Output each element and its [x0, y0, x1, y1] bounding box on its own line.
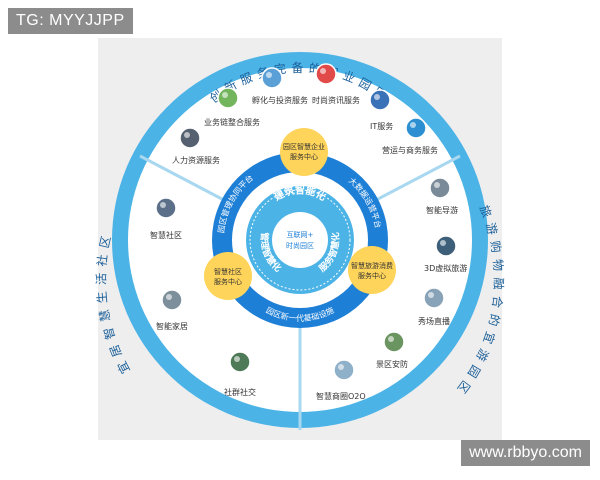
- chain-icon: [217, 87, 239, 109]
- network-icon: [261, 67, 283, 89]
- icon-highlight: [222, 92, 228, 98]
- service-item: 孵化与投资服务: [252, 67, 308, 105]
- icon-highlight: [410, 122, 416, 128]
- globe-icon: [369, 89, 391, 111]
- home-icon: [161, 289, 183, 311]
- service-label: 智慧社区: [150, 230, 182, 240]
- service-label: 社群社交: [224, 387, 256, 397]
- fashion-icon: [315, 63, 337, 85]
- service-item: 智能家居: [156, 289, 188, 331]
- service-item: 时尚资讯服务: [312, 63, 360, 105]
- people-icon: [179, 127, 201, 149]
- icon-highlight: [428, 292, 434, 298]
- service-label: IT服务: [370, 121, 393, 131]
- service-label: 时尚资讯服务: [312, 95, 360, 105]
- icon-highlight: [338, 364, 344, 370]
- service-item: 3D虚拟旅游: [424, 235, 467, 273]
- hub-enterprise: [280, 128, 328, 176]
- service-item: 营运与商务服务: [382, 117, 438, 155]
- service-label: 3D虚拟旅游: [424, 263, 467, 273]
- service-label: 人力资源服务: [172, 155, 220, 165]
- icon-highlight: [266, 72, 272, 78]
- icon-highlight: [320, 68, 326, 74]
- service-item: 社群社交: [224, 351, 256, 397]
- service-item: 业务链整合服务: [204, 87, 260, 127]
- o2o-icon: [333, 359, 355, 381]
- service-label: 智能家居: [156, 321, 188, 331]
- hub-enterprise-line1: 园区智慧企业: [283, 142, 325, 151]
- center-line-2: 时尚园区: [286, 241, 314, 250]
- icon-highlight: [440, 240, 446, 246]
- social-icon: [229, 351, 251, 373]
- service-items: 孵化与投资服务时尚资讯服务业务链整合服务 IT服务营运与商务服务人力资源服务智能导…: [150, 63, 467, 401]
- service-item: 智慧社区: [150, 197, 182, 240]
- inner-top-label: 建筑智能化: [271, 183, 329, 203]
- security-icon: [383, 331, 405, 353]
- community-icon: [155, 197, 177, 219]
- icon-highlight: [388, 336, 394, 342]
- service-label: 营运与商务服务: [382, 145, 438, 155]
- icon-highlight: [434, 182, 440, 188]
- hub-tourism: [348, 246, 396, 294]
- icon-highlight: [166, 294, 172, 300]
- service-item: 景区安防: [376, 331, 408, 369]
- service-item: 人力资源服务: [172, 127, 220, 165]
- service-item: 秀场直播: [418, 287, 450, 326]
- service-item: 智慧商圈O2O: [316, 359, 366, 401]
- center-circle: [272, 212, 328, 268]
- earth-icon: [405, 117, 427, 139]
- hub-community-line2: 服务中心: [214, 277, 242, 286]
- guide-icon: [429, 177, 451, 199]
- service-label: 智慧商圈O2O: [316, 391, 366, 401]
- service-item: IT服务: [369, 89, 393, 131]
- service-label: 景区安防: [376, 359, 408, 369]
- service-label: 业务链整合服务: [204, 117, 260, 127]
- watermark-top-left: TG: MYYJJPP: [8, 8, 133, 34]
- hub-community: [204, 252, 252, 300]
- hub-tourism-line2: 服务中心: [358, 271, 386, 280]
- icon-highlight: [374, 94, 380, 100]
- stage-icon: [423, 287, 445, 309]
- watermark-bottom-right: www.rbbyo.com: [461, 440, 590, 466]
- hub-community-line1: 智慧社区: [214, 267, 242, 276]
- icon-highlight: [184, 132, 190, 138]
- hub-tourism-line1: 智慧旅游消费: [351, 261, 393, 270]
- icon-highlight: [160, 202, 166, 208]
- icon-highlight: [234, 356, 240, 362]
- service-item: 智能导游: [426, 177, 458, 215]
- inner-ring-dash: [249, 189, 351, 291]
- service-label: 智能导游: [426, 205, 458, 215]
- service-label: 秀场直播: [418, 316, 450, 326]
- vr-icon: [435, 235, 457, 257]
- hub-enterprise-line2: 服务中心: [290, 152, 318, 161]
- center-line-1: 互联网+: [287, 230, 314, 239]
- service-label: 孵化与投资服务: [252, 95, 308, 105]
